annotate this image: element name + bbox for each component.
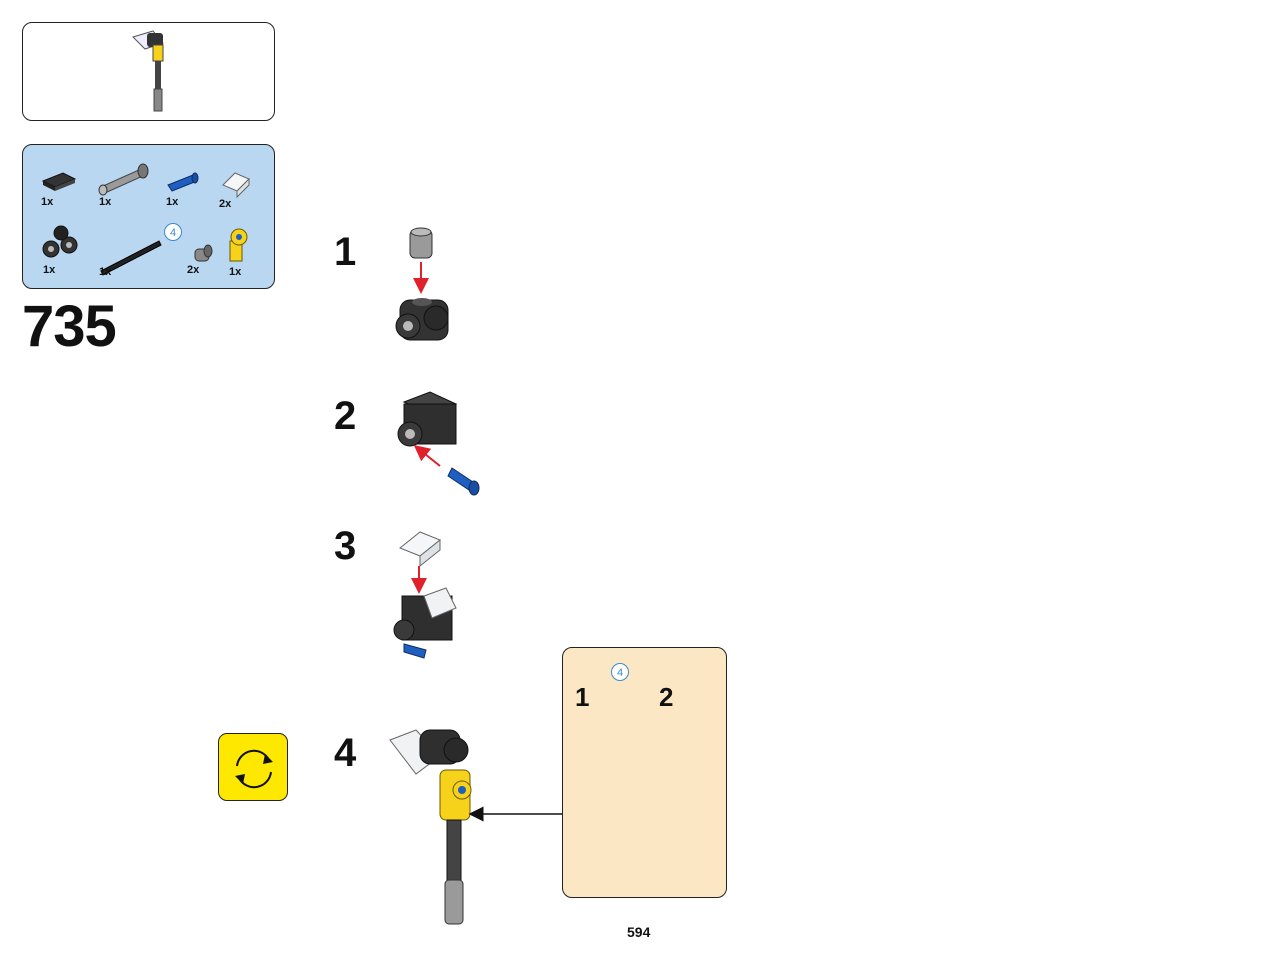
- step-number: 3: [334, 524, 357, 568]
- part-qty: 1x: [166, 196, 179, 208]
- rotate-model-button[interactable]: [218, 733, 288, 801]
- axle-length-badge: 4: [164, 223, 182, 241]
- clear-slope-icon: [222, 172, 250, 199]
- parts-illustrations: [41, 163, 250, 276]
- step-number: 2: [334, 394, 357, 438]
- part-qty: 1x: [43, 264, 56, 276]
- step4-model: [389, 729, 472, 925]
- rotate-arrows-icon: [235, 749, 273, 789]
- black-axle-icon: [100, 240, 162, 276]
- sub-axle-length-badge: 4: [611, 663, 629, 681]
- page-number: 594: [627, 924, 651, 940]
- gray-pin-icon: [98, 163, 149, 196]
- part-qty: 2x: [219, 198, 232, 210]
- preview-model-image: [132, 30, 164, 112]
- gray-bush-icon: [194, 244, 213, 262]
- step2-blue-pin: [447, 467, 480, 496]
- black-plate-icon: [41, 172, 77, 191]
- step1-bush: [409, 227, 433, 259]
- parts-list-box: 1x 1x 1x 2x 1x 1x 4 2x 1x: [22, 144, 275, 289]
- blue-pin-icon: [167, 172, 199, 192]
- step2-assembly: [397, 391, 458, 447]
- part-qty: 1x: [229, 266, 242, 278]
- sub-step-number: 2: [659, 682, 674, 712]
- set-step-number: 735: [22, 294, 117, 359]
- preview-box: [22, 22, 275, 121]
- step3-assembly: [393, 587, 457, 659]
- step1-connector: [395, 298, 449, 341]
- step-number: 1: [334, 230, 357, 274]
- yellow-connector-icon: [229, 228, 248, 262]
- sub-step-number: 1: [575, 682, 590, 712]
- part-qty: 2x: [187, 264, 200, 276]
- part-qty: 1x: [41, 196, 54, 208]
- black-connector-icon: [42, 225, 78, 258]
- sub-assembly-box: 4 1 2: [562, 647, 727, 898]
- part-qty: 1x: [99, 266, 112, 278]
- step-number: 4: [334, 731, 357, 775]
- step3-clear-slope: [399, 531, 441, 568]
- part-qty: 1x: [99, 196, 112, 208]
